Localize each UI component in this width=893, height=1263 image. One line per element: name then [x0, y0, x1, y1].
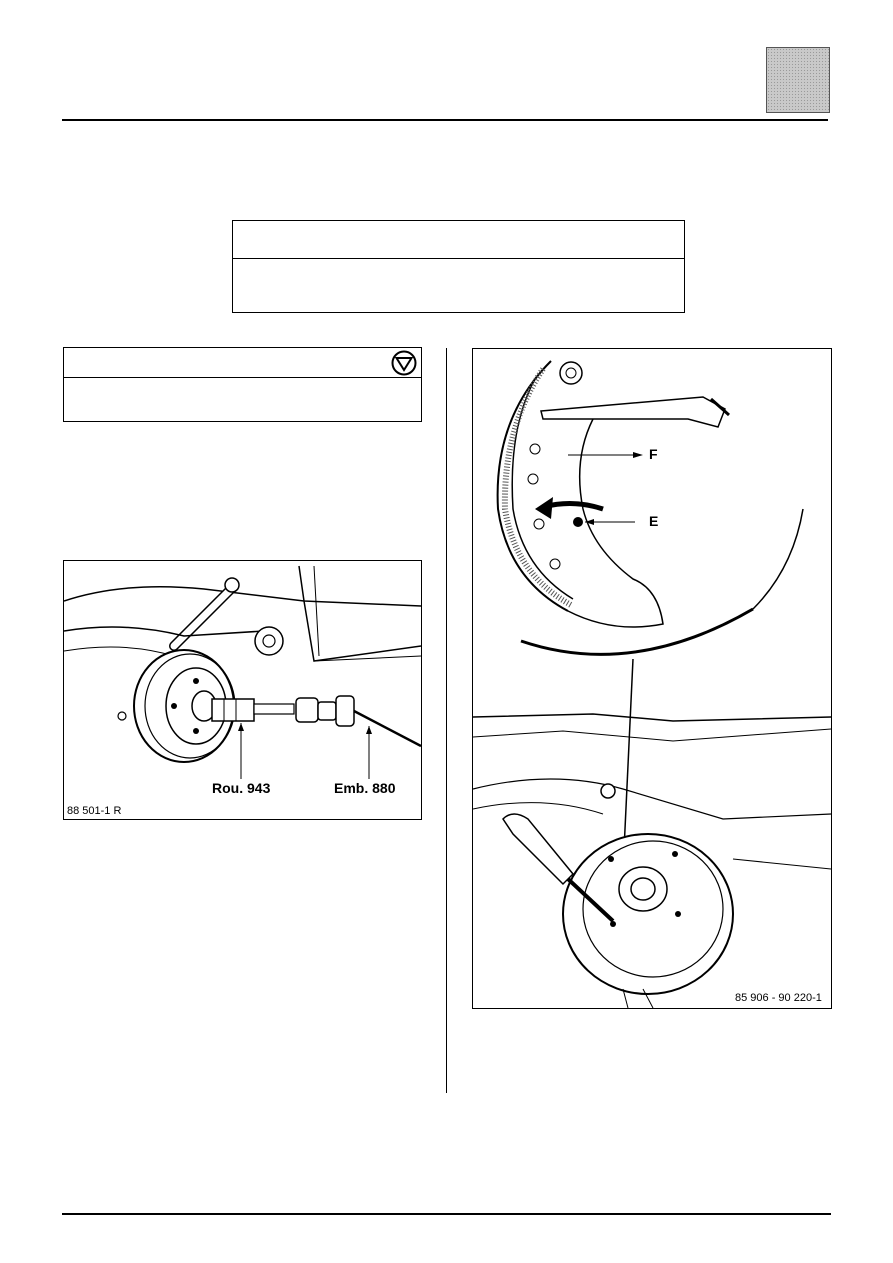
info-table	[232, 220, 685, 313]
label-tool-rou-943: Rou. 943	[212, 780, 271, 796]
figure-reference: 88 501-1 R	[67, 805, 122, 817]
label-point-f: F	[649, 446, 658, 462]
figure-shoe-adjustment: F E 85 906 - 90 220-1	[472, 348, 832, 1009]
column-divider	[446, 348, 447, 1093]
warning-box-header	[64, 348, 421, 378]
info-table-body-row	[233, 259, 684, 312]
chapter-tab	[766, 47, 830, 113]
drum-tool-illustration	[64, 565, 421, 779]
figure-reference: 85 906 - 90 220-1	[735, 992, 822, 1004]
figure-tool-installation: Rou. 943 Emb. 880 88 501-1 R	[63, 560, 422, 820]
label-tool-emb-880: Emb. 880	[334, 780, 396, 796]
brake-shoe-illustration	[473, 360, 831, 1008]
stop-warning-icon	[390, 350, 418, 376]
warning-box	[63, 347, 422, 422]
label-point-e: E	[649, 513, 659, 529]
info-table-header-row	[233, 221, 684, 259]
header-rule	[62, 119, 828, 121]
footer-rule	[62, 1213, 831, 1215]
